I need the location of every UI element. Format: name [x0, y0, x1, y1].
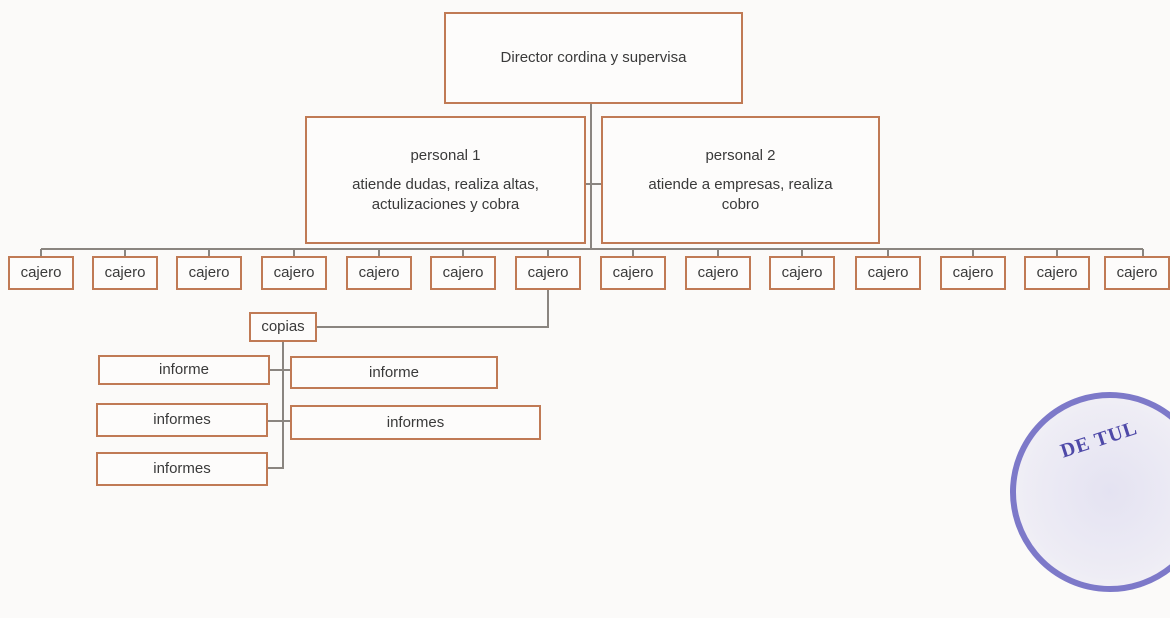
- report-label: informes: [386, 413, 445, 431]
- cajero-box-3: cajero: [176, 256, 242, 290]
- personal-2-description: atiende a empresas, realiza cobro: [648, 176, 833, 213]
- cajero-box-5: cajero: [346, 256, 412, 290]
- connector-cajero-copias: [317, 290, 549, 328]
- cajero-label: cajero: [952, 264, 994, 282]
- personal-2-box: personal 2 atiende a empresas, realiza c…: [601, 116, 880, 244]
- cajero-label: cajero: [612, 264, 654, 282]
- cajero-label: cajero: [104, 264, 146, 282]
- cajero-label: cajero: [20, 264, 62, 282]
- cajero-box-13: cajero: [1024, 256, 1090, 290]
- report-right-2: informes: [290, 405, 541, 440]
- cajero-label: cajero: [442, 264, 484, 282]
- report-left-2: informes: [96, 403, 268, 437]
- cajero-box-7: cajero: [515, 256, 581, 290]
- cajero-box-14: cajero: [1104, 256, 1170, 290]
- cajero-label: cajero: [358, 264, 400, 282]
- report-label: informe: [158, 361, 210, 379]
- personal-1-description: atiende dudas, realiza altas, actulizaci…: [352, 176, 539, 213]
- cashier-drops: [40, 249, 1144, 256]
- copias-label: copias: [261, 318, 305, 336]
- cajero-label: cajero: [273, 264, 315, 282]
- copias-box: copias: [249, 312, 317, 342]
- cajero-label: cajero: [867, 264, 909, 282]
- cajero-label: cajero: [781, 264, 823, 282]
- personal-1-title: personal 1: [410, 146, 481, 164]
- report-label: informes: [153, 411, 211, 429]
- personal-1-box: personal 1 atiende dudas, realiza altas,…: [305, 116, 586, 244]
- report-left-1: informe: [98, 355, 270, 385]
- cajero-box-9: cajero: [685, 256, 751, 290]
- director-box: Director cordina y supervisa: [444, 12, 743, 104]
- cajero-box-8: cajero: [600, 256, 666, 290]
- seal-text: DE TUL: [1057, 417, 1141, 463]
- cajero-box-2: cajero: [92, 256, 158, 290]
- cajero-label: cajero: [188, 264, 230, 282]
- report-left-3: informes: [96, 452, 268, 486]
- cajero-box-11: cajero: [855, 256, 921, 290]
- cajero-label: cajero: [527, 264, 569, 282]
- cajero-box-6: cajero: [430, 256, 496, 290]
- report-right-1: informe: [290, 356, 498, 389]
- director-label: Director cordina y supervisa: [500, 49, 687, 67]
- cajero-box-1: cajero: [8, 256, 74, 290]
- cajero-label: cajero: [1036, 264, 1078, 282]
- cajero-box-4: cajero: [261, 256, 327, 290]
- cajero-label: cajero: [1116, 264, 1158, 282]
- cajero-label: cajero: [697, 264, 739, 282]
- org-chart-connectors: [40, 104, 1144, 469]
- report-label: informes: [153, 460, 211, 478]
- cajero-box-12: cajero: [940, 256, 1006, 290]
- personal-2-title: personal 2: [705, 146, 776, 164]
- cajero-box-10: cajero: [769, 256, 835, 290]
- report-label: informe: [368, 363, 420, 381]
